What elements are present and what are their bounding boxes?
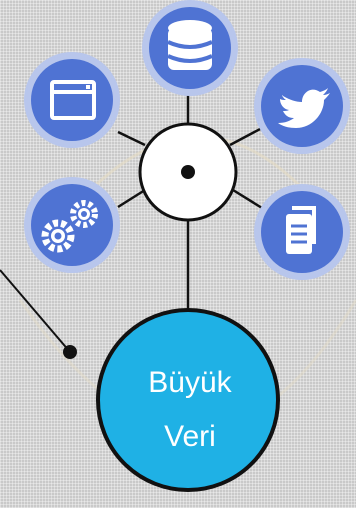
big-data-label-line1: Büyük — [148, 366, 232, 399]
connector-spokes — [117, 90, 263, 210]
twitter-icon — [278, 88, 330, 128]
big-data-label-line2: Veri — [164, 420, 216, 453]
twitter-node — [254, 58, 350, 154]
link-endpoint-dot — [63, 345, 77, 359]
external-link-line — [0, 269, 71, 353]
window-icon — [50, 80, 96, 120]
gears-icon — [41, 200, 98, 253]
big-data-circle — [96, 308, 280, 492]
database-node — [142, 0, 238, 96]
hub-center-dot — [181, 165, 195, 179]
documents-node — [254, 184, 350, 280]
gears-node — [24, 177, 120, 273]
window-node — [24, 52, 120, 148]
